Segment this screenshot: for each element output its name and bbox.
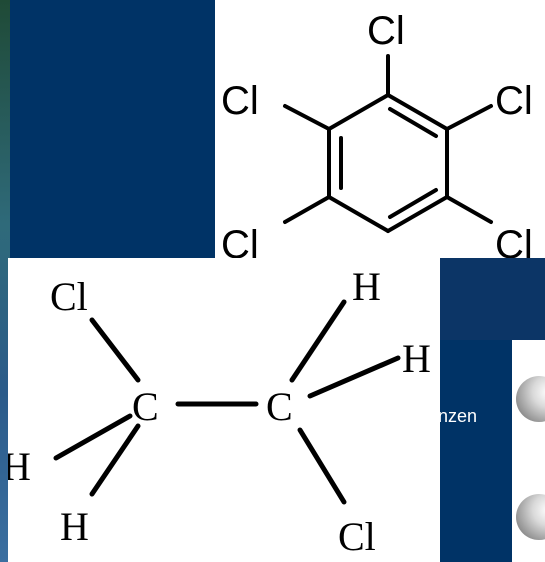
benzene-svg: Cl Cl Cl Cl Cl (221, 9, 533, 258)
bond-c-h (289, 299, 347, 383)
side-blue-panel: nzen (440, 340, 512, 562)
side-white-panel (512, 340, 545, 562)
atom-h-top-right: H (352, 264, 381, 309)
ring-bond (327, 195, 390, 233)
double-bond (388, 107, 438, 138)
bond-c-cl (297, 427, 347, 505)
pentachlorobenzene-structure: Cl Cl Cl Cl Cl (215, 0, 545, 258)
atom-cl-left-bottom: Cl (221, 223, 259, 258)
dark-blue-block (10, 0, 215, 258)
atom-h-left: H (8, 444, 31, 489)
atom-cl-right-bottom: Cl (495, 223, 533, 258)
bond-c-h (307, 355, 401, 399)
substituent-bond (445, 104, 493, 131)
bond-c-h (89, 423, 141, 497)
ring-bond (327, 93, 390, 131)
atom-cl-top: Cl (50, 274, 88, 319)
atom-cl-top: Cl (367, 9, 405, 53)
bond-cl-c (89, 317, 141, 383)
atom-h-bottom: H (60, 504, 89, 549)
atom-carbon-right: C (266, 384, 293, 429)
double-bond (388, 188, 438, 219)
atom-carbon-left: C (132, 384, 159, 429)
atom-cl-right-top: Cl (495, 79, 533, 123)
substituent-bond (283, 195, 331, 224)
ring-bond (386, 195, 449, 233)
dichloroethane-structure: Cl C C H H H H Cl (8, 258, 440, 562)
ethane-svg: Cl C C H H H H Cl (8, 264, 431, 559)
atom-h-right: H (402, 336, 431, 381)
atom-cl-left-top: Cl (221, 79, 259, 123)
bond-c-h (53, 413, 133, 461)
substituent-bond (445, 195, 493, 224)
side-text-fragment: nzen (440, 406, 478, 426)
ring-bond (386, 93, 449, 131)
atom-cl-bottom: Cl (338, 514, 376, 559)
sphere-atom-icon (516, 494, 545, 540)
sphere-atom-icon (516, 376, 545, 422)
substituent-bond (283, 104, 331, 131)
